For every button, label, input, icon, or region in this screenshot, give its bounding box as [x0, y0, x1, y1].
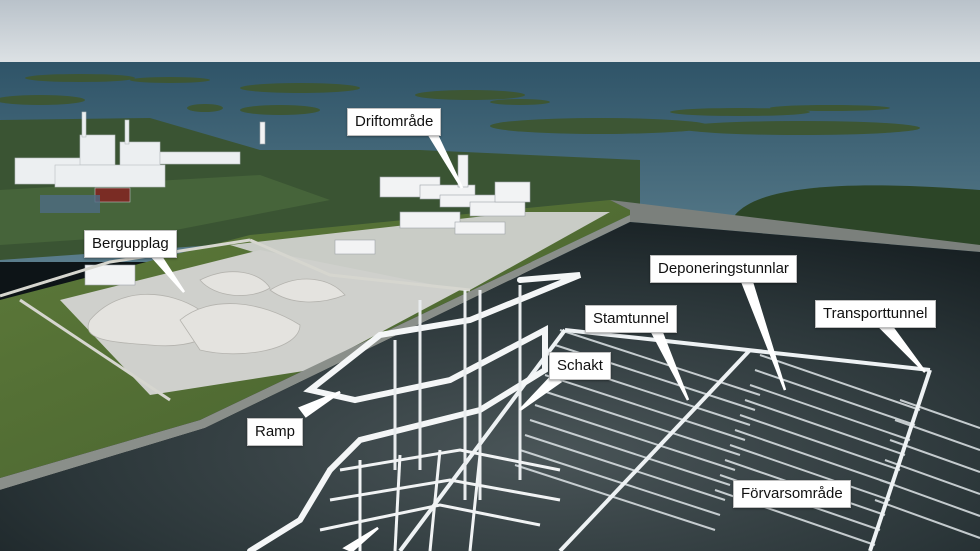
islands	[0, 74, 920, 135]
label-ramp: Ramp	[247, 418, 304, 446]
deposition-tunnels	[514, 329, 980, 546]
main-tunnels	[398, 328, 932, 551]
label-schakt: Schakt	[549, 352, 611, 380]
ramp	[247, 272, 582, 551]
sky	[0, 0, 980, 64]
label-driftomrade: Driftområde	[347, 108, 442, 136]
rock-piles	[87, 271, 346, 355]
power-plant	[14, 111, 241, 203]
label-forvarsomrade: Förvarsområde	[733, 480, 851, 508]
label-stamtunnel: Stamtunnel	[585, 305, 677, 333]
plateau-edge	[0, 215, 630, 490]
label-transporttunnel: Transporttunnel	[815, 300, 936, 328]
leader-lines	[145, 131, 927, 551]
bedrock	[0, 222, 980, 551]
label-bergupplag: Bergupplag	[84, 230, 177, 258]
label-deponeringstunnlar: Deponeringstunnlar	[650, 255, 797, 283]
roads	[0, 238, 471, 402]
forest-island	[735, 185, 980, 250]
central-area	[319, 448, 561, 551]
